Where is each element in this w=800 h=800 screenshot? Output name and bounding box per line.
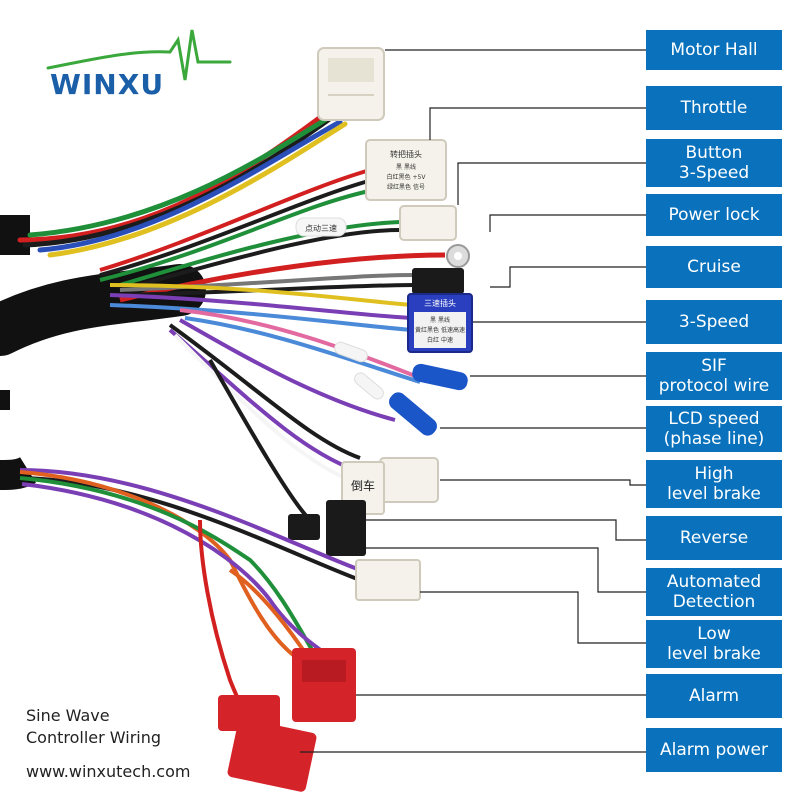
- 3-speed-connector: 三速插头 黑 黑线 黄红黑色 低速高速 白红 中速: [407, 293, 473, 353]
- label-throttle: Throttle: [646, 86, 782, 130]
- svg-text:黄红黑色 低速高速: 黄红黑色 低速高速: [415, 326, 465, 334]
- label-button-3-speed: Button 3-Speed: [646, 139, 782, 187]
- sif-wire: [179, 308, 468, 391]
- leader-lines: [300, 49, 646, 753]
- label-alarm-power: Alarm power: [646, 728, 782, 772]
- alarm-connector: [292, 648, 356, 722]
- svg-text:白红黑色 +5V: 白红黑色 +5V: [387, 173, 427, 181]
- label-alarm: Alarm: [646, 674, 782, 718]
- button-3-speed-connector: [399, 205, 457, 241]
- motor-hall-connector: [317, 47, 385, 121]
- button-3-speed-wires: [119, 220, 401, 292]
- svg-text:白红 中速: 白红 中速: [427, 336, 453, 344]
- throttle-connector: 转把插头 黑 黑线 白红黑色 +5V 绿红黑色 信号: [365, 139, 447, 201]
- label-power-lock: Power lock: [646, 194, 782, 236]
- throttle-tag-text: 转把插头: [390, 149, 422, 159]
- label-3-speed: 3-Speed: [646, 300, 782, 344]
- caption-line-2: Controller Wiring: [26, 728, 162, 747]
- label-lcd-speed: LCD speed (phase line): [646, 406, 782, 452]
- main-harness-sheath: [0, 215, 206, 490]
- label-sif-protocol-wire: SIF protocol wire: [646, 352, 782, 400]
- svg-text:黑 黑线: 黑 黑线: [430, 316, 450, 324]
- reverse-connector: [208, 359, 366, 556]
- svg-text:绿红黑色 信号: 绿红黑色 信号: [387, 183, 425, 191]
- motor-hall-wires: [17, 107, 348, 258]
- alarm-wires: [19, 470, 337, 722]
- wire-tag-1: 点动三速: [295, 217, 347, 237]
- label-automated-detection: Automated Detection: [646, 568, 782, 616]
- website-text: www.winxutech.com: [26, 762, 191, 781]
- caption-line-1: Sine Wave: [26, 706, 110, 725]
- 3-speed-wires: [109, 283, 413, 332]
- automated-detection-connector: [19, 468, 421, 601]
- svg-text:点动三速: 点动三速: [305, 223, 337, 233]
- label-high-level-brake: High level brake: [646, 460, 782, 508]
- brand-logo: WINXU: [50, 68, 165, 101]
- throttle-wires: [99, 168, 375, 282]
- svg-text:倒车: 倒车: [351, 478, 375, 493]
- alarm-power-connector: [218, 695, 317, 792]
- label-low-level-brake: Low level brake: [646, 620, 782, 668]
- cruise-connector: [412, 268, 464, 294]
- winxu-logo-mark: [46, 29, 232, 81]
- high-brake-wires: [168, 323, 361, 482]
- svg-text:黑 黑线: 黑 黑线: [396, 163, 416, 171]
- label-reverse: Reverse: [646, 516, 782, 560]
- label-cruise: Cruise: [646, 246, 782, 288]
- label-motor-hall: Motor Hall: [646, 30, 782, 70]
- svg-text:三速插头: 三速插头: [424, 298, 456, 308]
- lcd-speed-wire: [179, 318, 437, 436]
